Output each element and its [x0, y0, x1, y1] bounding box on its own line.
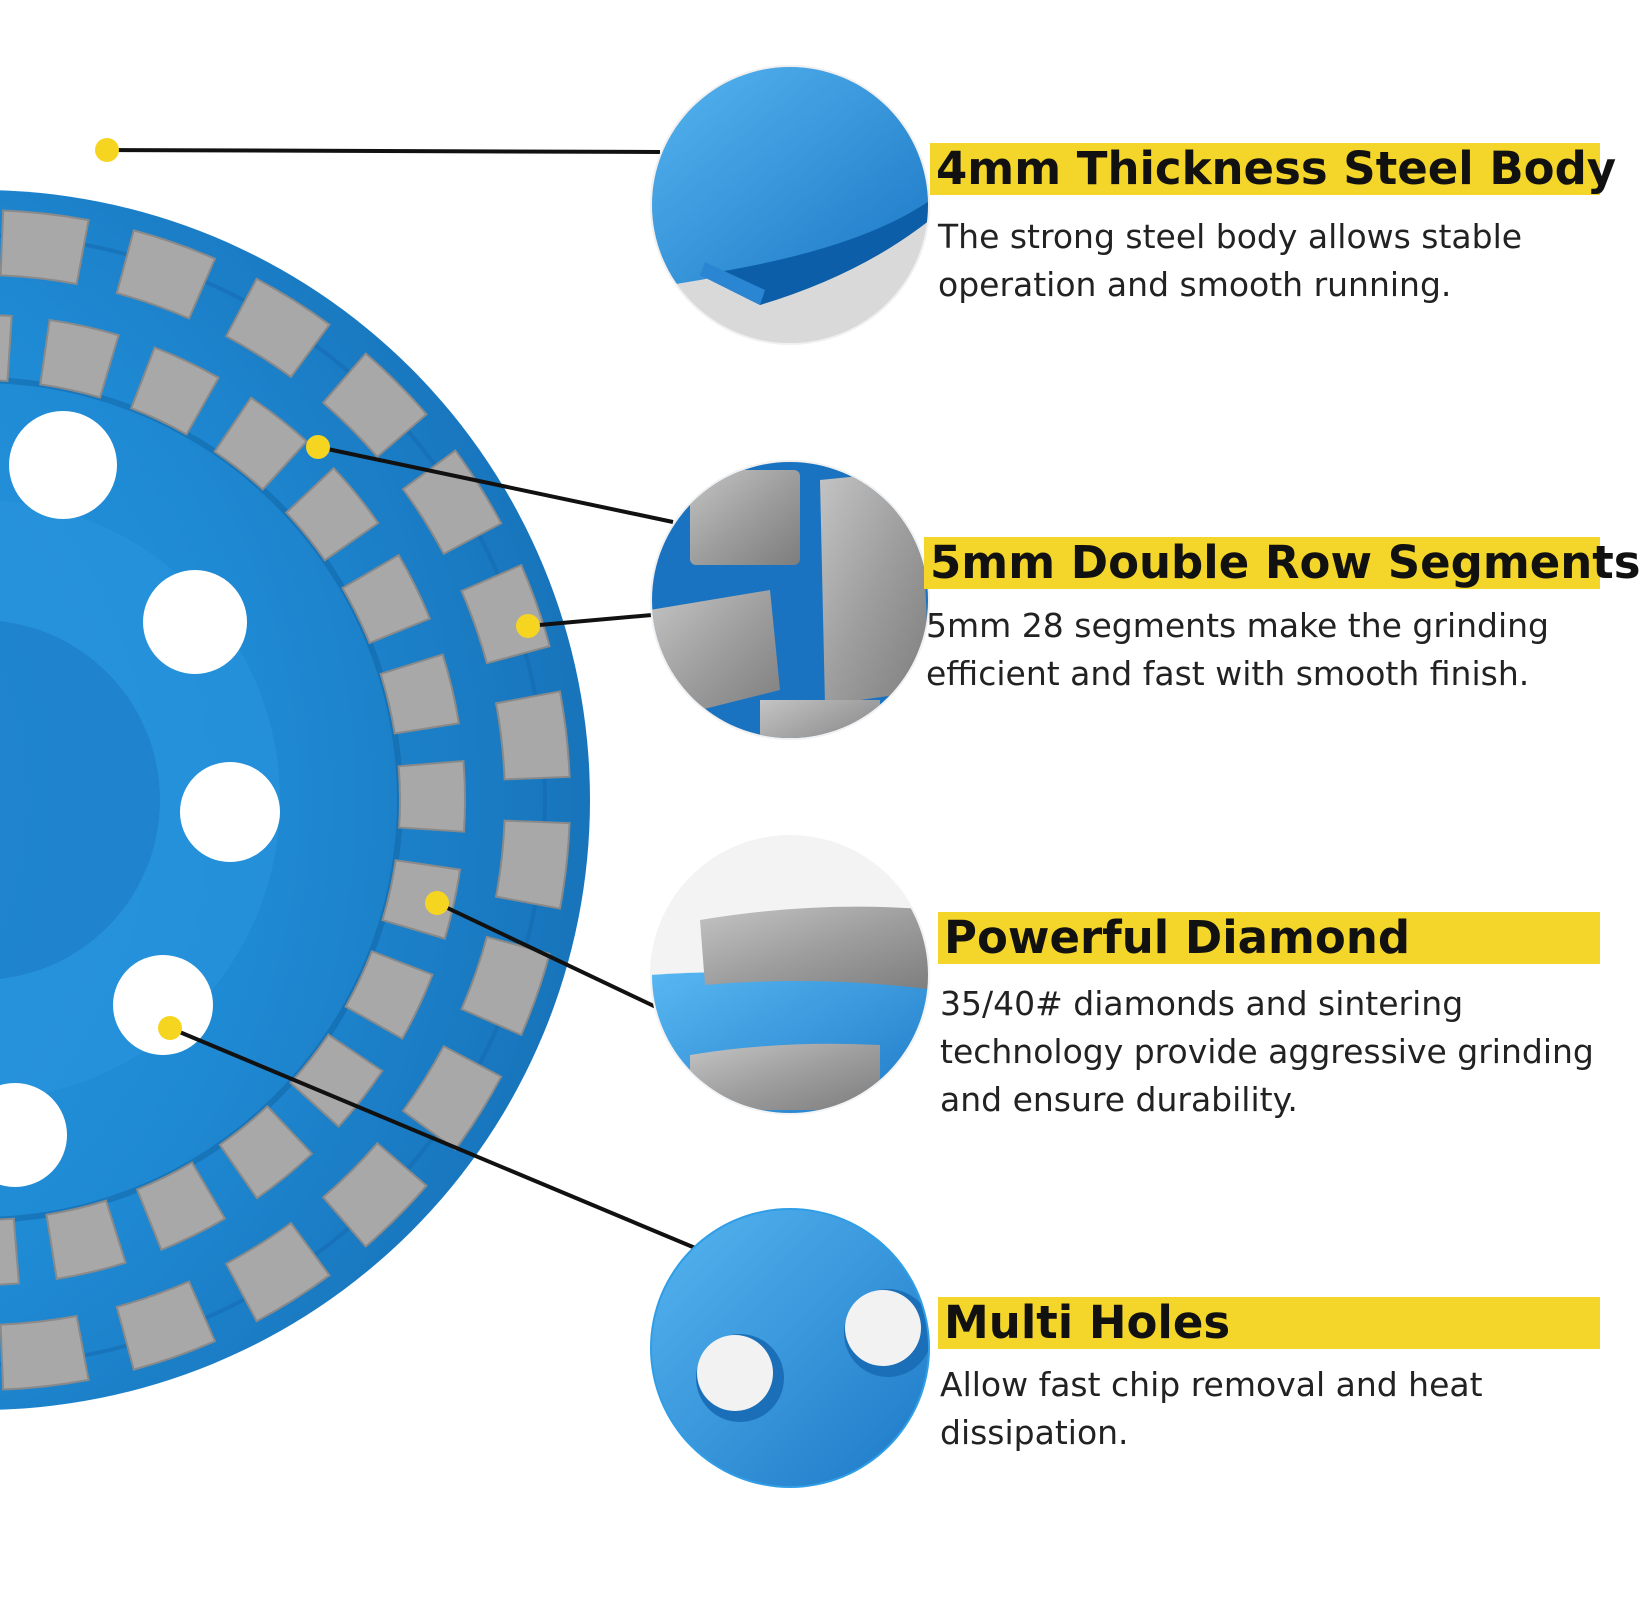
- detail-circle-steel-body: [650, 65, 930, 345]
- diamond-segment: [401, 449, 503, 556]
- diamond-segment: [379, 653, 461, 735]
- diamond-segment: [115, 229, 217, 320]
- diamond-segment: [224, 277, 331, 379]
- feature-desc-diamond: 35/40# diamonds and sintering technology…: [940, 984, 1594, 1119]
- diamond-segment: [381, 859, 462, 940]
- feature-title-holes: Multi Holes: [938, 1297, 1600, 1349]
- diamond-segment: [321, 352, 428, 459]
- diamond-segment: [494, 819, 571, 910]
- diamond-segment: [39, 318, 120, 399]
- diamond-segment: [397, 759, 466, 833]
- feature-title-segments: 5mm Double Row Segments: [924, 537, 1641, 589]
- diamond-segment: [321, 1141, 428, 1248]
- diamond-segment: [460, 935, 551, 1037]
- leader-lines: [106, 148, 701, 1252]
- diamond-segment: [129, 346, 220, 436]
- diamond-segment: [341, 553, 432, 645]
- feature-title-diamond: Powerful Diamond: [938, 912, 1600, 964]
- feature-title-steel-body: 4mm Thickness Steel Body: [930, 143, 1616, 195]
- diamond-segment: [0, 1217, 21, 1286]
- product-illustration: [0, 65, 930, 1488]
- feature-desc-segments: 5mm 28 segments make the grinding effici…: [926, 606, 1550, 693]
- diamond-segment: [224, 1221, 331, 1323]
- diamond-segment: [135, 1161, 227, 1252]
- marker-dots: [95, 138, 540, 1040]
- diamond-segment: [0, 314, 13, 382]
- feature-desc-holes: Allow fast chip removal and heat dissipa…: [940, 1365, 1483, 1452]
- feature-desc-steel-body: The strong steel body allows stable oper…: [938, 217, 1523, 304]
- diamond-segment: [344, 949, 434, 1040]
- diamond-segment: [218, 1104, 314, 1200]
- diamond-segment: [213, 396, 308, 491]
- diamond-segment: [289, 1033, 384, 1128]
- detail-circle-diamond: [650, 835, 930, 1115]
- outer-segment-row: [0, 209, 571, 1391]
- diamond-segment: [494, 690, 571, 781]
- diamond-segment: [115, 1280, 217, 1371]
- cooling-holes: [0, 411, 280, 1187]
- diamond-segment: [284, 466, 380, 562]
- inner-segment-row: [0, 314, 466, 1286]
- diamond-segment: [401, 1044, 503, 1151]
- diamond-segment: [45, 1199, 127, 1281]
- diamond-segment: [460, 563, 551, 665]
- diamond-segment: [0, 209, 90, 286]
- detail-circle-holes: [650, 1208, 930, 1488]
- diamond-segment: [0, 1314, 90, 1391]
- detail-circle-segments: [650, 460, 930, 740]
